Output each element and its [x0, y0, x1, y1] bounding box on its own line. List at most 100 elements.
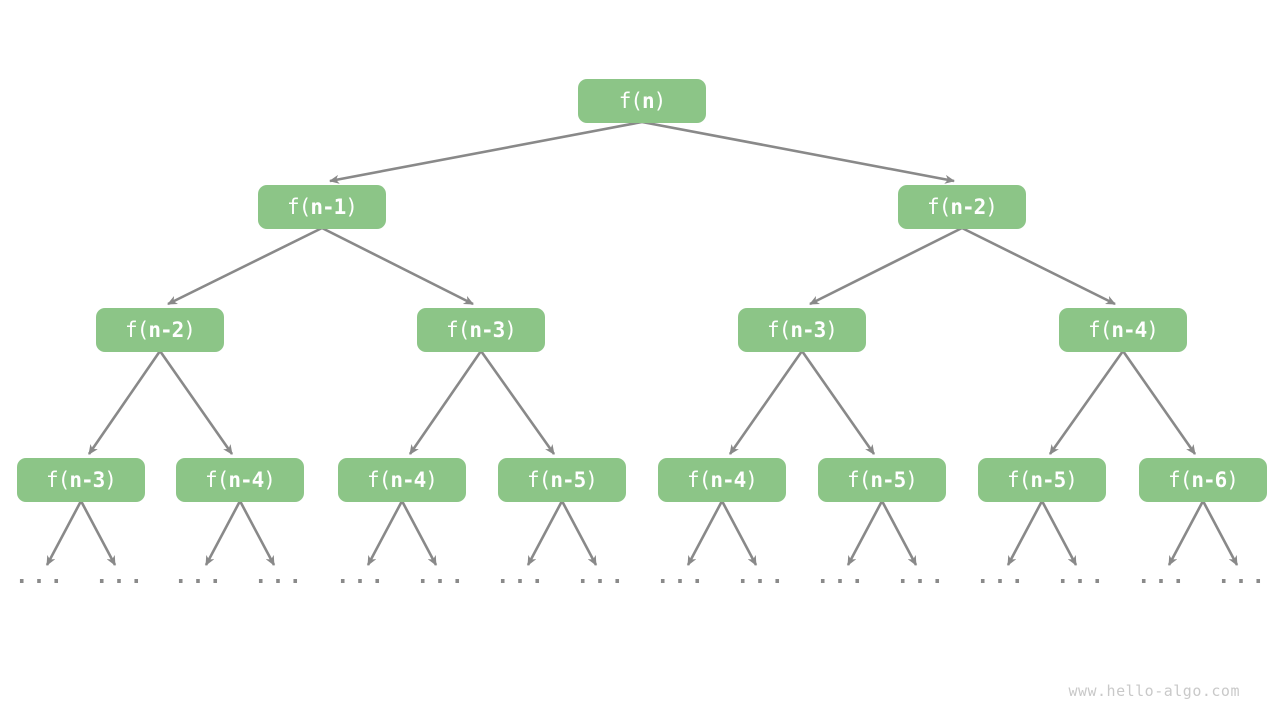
node-label-prefix: f(: [1007, 468, 1031, 492]
edge-arrow: [720, 500, 758, 566]
tree-node: f(n-2): [898, 185, 1026, 229]
node-label-arg: n-4: [1111, 318, 1147, 342]
edge-arrow: [1006, 500, 1044, 566]
node-label-prefix: f(: [618, 89, 643, 113]
edge-arrow: [686, 500, 724, 566]
node-label-arg: n-3: [790, 318, 826, 342]
edge-arrow: [846, 500, 884, 566]
edge-arrow: [204, 500, 242, 566]
edge-arrow: [321, 226, 474, 306]
node-label-arg: n-5: [550, 468, 586, 492]
edge-arrow: [728, 350, 804, 455]
tree-node: f(n): [578, 79, 706, 123]
watermark-text: www.hello-algo.com: [1068, 682, 1240, 700]
edge-arrow: [87, 350, 162, 455]
edge-arrow: [79, 500, 117, 566]
tree-node: f(n-4): [176, 458, 304, 502]
node-label-suffix: ): [183, 318, 196, 342]
node-label-arg: n-1: [310, 195, 346, 219]
node-label-arg: n-2: [148, 318, 184, 342]
edge-arrow: [1167, 500, 1205, 566]
edge-arrow: [1121, 350, 1197, 455]
ellipsis: ...: [736, 564, 788, 589]
tree-node: f(n-5): [818, 458, 946, 502]
node-label-arg: n: [641, 89, 655, 113]
tree-node: f(n-2): [96, 308, 224, 352]
node-label-suffix: ): [825, 318, 838, 342]
edge-arrow: [800, 350, 876, 455]
node-label-suffix: ): [1226, 468, 1239, 492]
edge-arrow: [400, 500, 438, 566]
node-label-prefix: f(: [687, 468, 711, 492]
tree-node: f(n-5): [498, 458, 626, 502]
edge-arrow: [1048, 350, 1125, 455]
tree-node: f(n-4): [338, 458, 466, 502]
ellipsis: ...: [95, 564, 147, 589]
node-label-arg: n-5: [1030, 468, 1066, 492]
node-label-suffix: ): [1146, 318, 1159, 342]
node-label-prefix: f(: [46, 468, 70, 492]
edge-arrow: [408, 350, 483, 455]
node-label-arg: n-6: [1191, 468, 1227, 492]
tree-node: f(n-3): [738, 308, 866, 352]
edge-arrow: [961, 226, 1116, 306]
node-label-suffix: ): [1065, 468, 1078, 492]
edge-arrow: [1201, 500, 1239, 566]
node-label-suffix: ): [425, 468, 438, 492]
node-label-prefix: f(: [205, 468, 229, 492]
node-label-prefix: f(: [1088, 318, 1112, 342]
edge-arrow: [366, 500, 404, 566]
edge-arrow: [1040, 500, 1078, 566]
tree-node: f(n-4): [1059, 308, 1187, 352]
ellipsis: ...: [174, 564, 226, 589]
edge-arrow: [641, 120, 955, 184]
node-label-prefix: f(: [287, 195, 311, 219]
edge-arrow: [560, 500, 598, 566]
tree-node: f(n-3): [17, 458, 145, 502]
node-label-prefix: f(: [367, 468, 391, 492]
edge-arrow: [167, 226, 323, 306]
node-label-prefix: f(: [1168, 468, 1192, 492]
tree-node: f(n-1): [258, 185, 386, 229]
ellipsis: ...: [1056, 564, 1108, 589]
node-label-prefix: f(: [927, 195, 951, 219]
ellipsis: ...: [15, 564, 67, 589]
node-label-suffix: ): [985, 195, 998, 219]
node-label-suffix: ): [905, 468, 918, 492]
node-label-prefix: f(: [767, 318, 791, 342]
ellipsis: ...: [816, 564, 868, 589]
tree-node: f(n-5): [978, 458, 1106, 502]
node-label-arg: n-4: [228, 468, 264, 492]
node-label-arg: n-4: [390, 468, 426, 492]
node-label-prefix: f(: [527, 468, 551, 492]
edge-arrow: [526, 500, 564, 566]
edge-arrow: [158, 350, 234, 455]
ellipsis: ...: [896, 564, 948, 589]
node-label-suffix: ): [263, 468, 276, 492]
node-label-prefix: f(: [125, 318, 149, 342]
node-label-prefix: f(: [847, 468, 871, 492]
tree-node: f(n-6): [1139, 458, 1267, 502]
edge-arrow: [880, 500, 918, 566]
node-label-suffix: ): [104, 468, 117, 492]
node-label-suffix: ): [504, 318, 517, 342]
node-label-prefix: f(: [446, 318, 470, 342]
edge-arrow: [329, 120, 643, 184]
tree-node: f(n-4): [658, 458, 786, 502]
node-label-arg: n-3: [469, 318, 505, 342]
tree-node: f(n-3): [417, 308, 545, 352]
ellipsis: ...: [496, 564, 548, 589]
edge-arrow: [45, 500, 83, 566]
edge-arrow: [479, 350, 556, 455]
ellipsis: ...: [976, 564, 1028, 589]
node-label-arg: n-4: [710, 468, 746, 492]
node-label-arg: n-2: [950, 195, 986, 219]
ellipsis: ...: [656, 564, 708, 589]
node-label-arg: n-5: [870, 468, 906, 492]
node-label-arg: n-3: [69, 468, 105, 492]
node-label-suffix: ): [745, 468, 758, 492]
ellipsis: ...: [416, 564, 468, 589]
